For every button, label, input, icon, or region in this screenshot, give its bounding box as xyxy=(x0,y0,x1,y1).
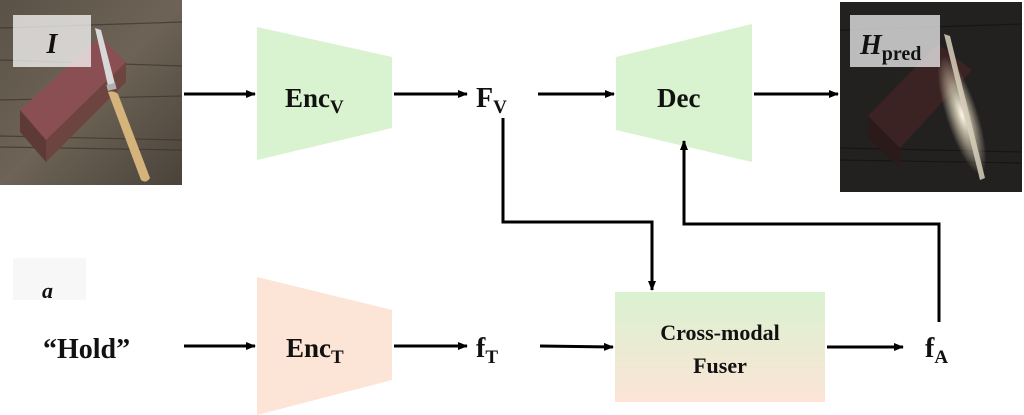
input-image: I xyxy=(0,0,183,185)
text-feature-label: fT xyxy=(476,333,498,368)
visual-encoder-label: EncV xyxy=(285,83,344,118)
text-encoder-label: EncT xyxy=(286,333,344,368)
output-heatmap-image: Hpred xyxy=(839,2,1023,192)
affordance-feature-label: fA xyxy=(925,333,948,368)
arrow-fa-to-dec xyxy=(680,140,941,322)
decoder-label: Dec xyxy=(657,83,700,113)
fuser-label-line2: Fuser xyxy=(693,353,747,378)
affordance-label-box xyxy=(13,258,86,300)
arrow-fv-to-fuser xyxy=(501,118,656,291)
decoder: Dec xyxy=(616,24,752,162)
affordance-query: a “Hold” xyxy=(13,258,130,365)
query-text: “Hold” xyxy=(43,334,130,365)
fuser-label-line1: Cross-modal xyxy=(660,320,779,345)
output-label: Hpred xyxy=(859,30,921,65)
output-label-sub: pred xyxy=(882,43,922,65)
visual-feature-label: FV xyxy=(476,83,507,118)
cross-modal-fuser: Cross-modal Fuser xyxy=(615,292,825,402)
output-label-main: H xyxy=(859,30,883,61)
text-encoder: EncT xyxy=(257,277,392,415)
knife xyxy=(95,28,150,182)
input-label: I xyxy=(46,29,59,60)
visual-encoder: EncV xyxy=(257,27,392,160)
output-label-box xyxy=(850,15,940,67)
arrow-ft-to-fuser xyxy=(539,342,614,351)
input-label-box xyxy=(13,15,91,67)
affordance-label: a xyxy=(42,278,53,303)
sharpening-stone xyxy=(20,37,126,162)
